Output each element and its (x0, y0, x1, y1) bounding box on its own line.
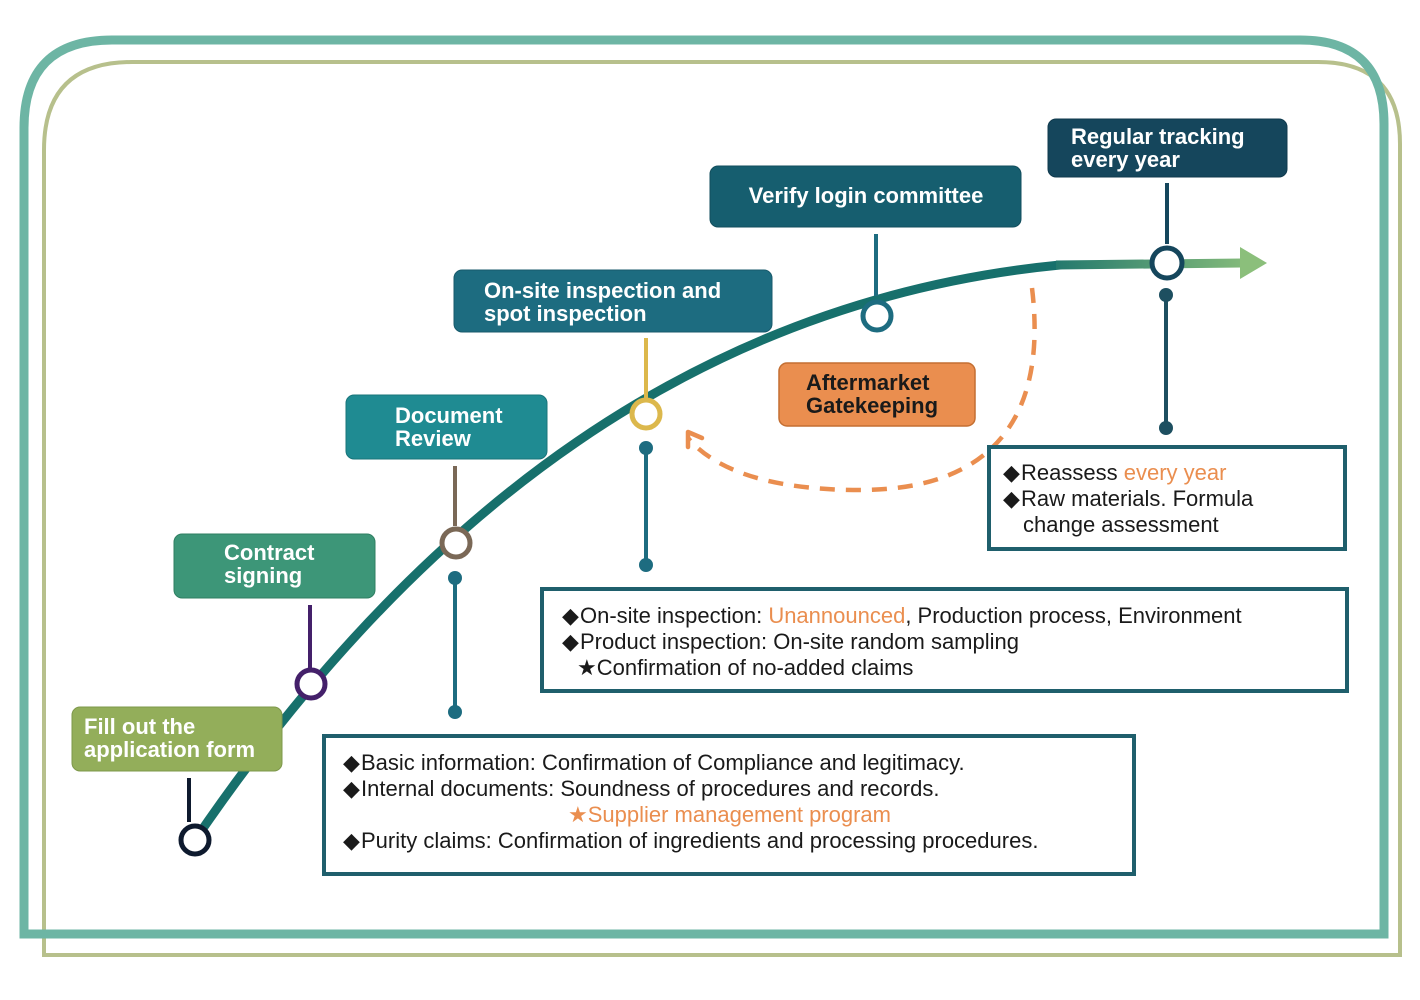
detail-text: ★Confirmation of no-added claims (577, 655, 913, 680)
node-contract (294, 667, 328, 701)
growth-curve-tail (1055, 258, 1243, 270)
dot-document-top (448, 571, 462, 585)
dot-onsite-bottom (639, 558, 653, 572)
step-document-label: Document Review (345, 394, 548, 460)
step-onsite-line-1: On-site inspection and (484, 278, 721, 303)
detail-text: Product inspection: On-site random sampl… (580, 629, 1019, 654)
highlight-text: every year (1124, 460, 1227, 485)
step-verify-line-1: Verify login committee (749, 183, 984, 208)
tracking-detail-line: change assessment (1023, 512, 1219, 537)
outer-frame (19, 35, 1389, 939)
highlight-text: ★Supplier management program (568, 802, 891, 827)
step-apply-line-2: application form (84, 737, 255, 762)
step-apply-label: Fill out the application form (71, 706, 283, 772)
aftermarket-line-2: Gatekeeping (806, 393, 938, 418)
bullet-icon: ◆ (1003, 460, 1020, 485)
step-verify-label: Verify login committee (709, 165, 1022, 228)
step-contract-label: Contract signing (173, 533, 376, 599)
document-detail-line: Basic information: Confirmation of Compl… (361, 750, 965, 775)
aftermarket-line-1: Aftermarket (806, 370, 930, 395)
dot-tracking-bottom (1159, 421, 1173, 435)
detail-text: , Production process, Environment (905, 603, 1241, 628)
detail-text: Internal documents: Soundness of procedu… (361, 776, 939, 801)
detail-text: Raw materials. Formula (1021, 486, 1254, 511)
step-document-line-2: Review (395, 426, 472, 451)
detail-box-document (322, 734, 1136, 876)
document-detail-line: Purity claims: Confirmation of ingredien… (361, 828, 1038, 853)
detail-text: Basic information: Confirmation of Compl… (361, 750, 965, 775)
node-document (439, 526, 473, 560)
feedback-arc (686, 287, 1037, 493)
document-detail-line: Internal documents: Soundness of procedu… (361, 776, 939, 801)
onsite-detail-line: On-site inspection: Unannounced, Product… (580, 603, 1242, 628)
bullet-icon: ◆ (562, 629, 579, 654)
step-contract-line-2: signing (224, 563, 302, 588)
step-tracking-line-2: every year (1071, 147, 1180, 172)
onsite-detail-line: Product inspection: On-site random sampl… (580, 629, 1019, 654)
detail-text: change assessment (1023, 512, 1219, 537)
step-contract-line-1: Contract (224, 540, 315, 565)
growth-curve (190, 260, 1065, 845)
tracking-detail-line: Reassess every year (1021, 460, 1226, 485)
node-apply (178, 823, 212, 857)
detail-text: Reassess (1021, 460, 1124, 485)
aftermarket-label: Aftermarket Gatekeeping (778, 362, 976, 427)
dot-document-bottom (448, 705, 462, 719)
step-tracking-line-1: Regular tracking (1071, 124, 1245, 149)
highlight-text: Unannounced (768, 603, 905, 628)
detail-text: On-site inspection: (580, 603, 768, 628)
node-verify (860, 299, 894, 333)
onsite-detail-line: ★Confirmation of no-added claims (577, 655, 913, 680)
dot-tracking-top (1159, 288, 1173, 302)
step-document-line-1: Document (395, 403, 503, 428)
bullet-icon: ◆ (343, 776, 360, 801)
step-onsite-label: On-site inspection and spot inspection (453, 269, 773, 333)
detail-box-tracking (987, 445, 1347, 551)
feedback-arrowhead (685, 429, 705, 450)
step-apply-line-1: Fill out the (84, 714, 195, 739)
dot-onsite-top (639, 441, 653, 455)
step-onsite-line-2: spot inspection (484, 301, 647, 326)
tracking-detail-line: Raw materials. Formula (1021, 486, 1254, 511)
bullet-icon: ◆ (343, 750, 360, 775)
bullet-icon: ◆ (1003, 486, 1020, 511)
document-detail-line: ★Supplier management program (568, 802, 891, 827)
arrow-head (1240, 247, 1267, 279)
detail-box-onsite (540, 587, 1349, 693)
inner-frame (42, 60, 1402, 957)
step-tracking-label: Regular tracking every year (1047, 118, 1288, 178)
detail-tracking-text: ◆Reassess every year◆Raw materials. Form… (1003, 460, 1254, 537)
node-onsite (629, 397, 663, 431)
node-tracking (1149, 245, 1185, 281)
detail-document-text: ◆Basic information: Confirmation of Comp… (343, 750, 1038, 853)
detail-text: Purity claims: Confirmation of ingredien… (361, 828, 1038, 853)
bullet-icon: ◆ (562, 603, 579, 628)
detail-onsite-text: ◆On-site inspection: Unannounced, Produc… (562, 603, 1242, 680)
bullet-icon: ◆ (343, 828, 360, 853)
